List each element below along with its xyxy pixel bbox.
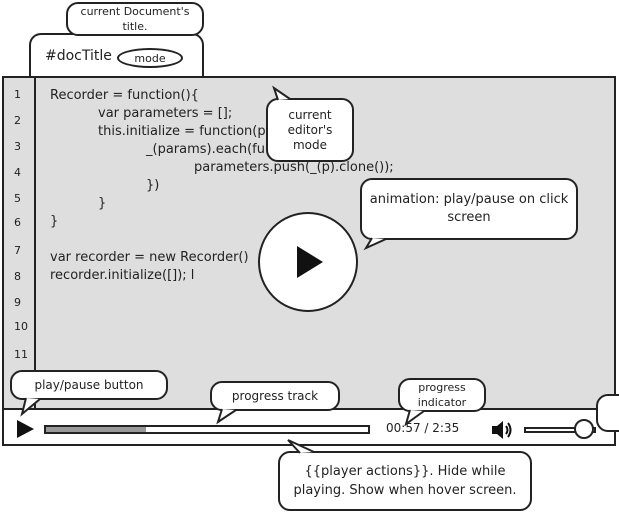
code-line: Recorder = function(){ [50, 88, 199, 103]
line-number: 10 [14, 320, 28, 333]
mode-badge: mode [117, 48, 183, 68]
callout-clipped [596, 394, 619, 432]
play-icon [297, 246, 323, 278]
code-line: } [50, 214, 59, 229]
code-line: parameters.push(_(p).clone()); [194, 160, 394, 175]
progress-track[interactable] [44, 425, 370, 434]
volume-icon[interactable] [490, 419, 514, 441]
line-number: 4 [14, 166, 21, 179]
code-line: }) [146, 178, 160, 193]
play-icon[interactable] [14, 418, 36, 440]
line-number: 2 [14, 114, 21, 127]
big-play-button[interactable] [258, 212, 358, 312]
code-line: _(params).each(fu [146, 142, 265, 157]
callout-progress-track: progress track [210, 381, 340, 411]
callout-editor-mode: current editor's mode [266, 98, 354, 162]
line-number: 5 [14, 192, 21, 205]
volume-track[interactable] [524, 427, 596, 433]
callout-doc-title: current Document's title. [66, 2, 204, 36]
time-display: 00:57 / 2:35 [386, 421, 460, 435]
line-number: 7 [14, 244, 21, 257]
callout-animation: animation: play/pause on click screen [360, 178, 578, 240]
line-number: 8 [14, 270, 21, 283]
line-number: 11 [14, 348, 28, 361]
line-number: 9 [14, 296, 21, 309]
volume-knob[interactable] [574, 419, 594, 439]
callout-play-pause: play/pause button [10, 370, 168, 400]
code-line: this.initialize = function(p [98, 124, 266, 139]
doc-title-tab: #docTitle mode [29, 33, 204, 79]
code-line: var recorder = new Recorder() [50, 250, 249, 265]
code-line: var parameters = []; [98, 106, 233, 121]
code-line: recorder.initialize([]); l [50, 268, 195, 283]
line-number: 3 [14, 140, 21, 153]
line-number: 1 [14, 88, 21, 101]
doc-title: #docTitle [45, 48, 112, 64]
line-number: 6 [14, 216, 21, 229]
code-line: } [98, 196, 107, 211]
callout-progress-indicator: progress indicator [398, 378, 486, 412]
callout-player-actions: {{player actions}}. Hide while playing. … [278, 451, 532, 511]
line-gutter: 1 2 3 4 5 6 7 8 9 10 11 [4, 78, 36, 408]
progress-fill [46, 427, 146, 432]
player-controls: 00:57 / 2:35 [2, 408, 616, 446]
